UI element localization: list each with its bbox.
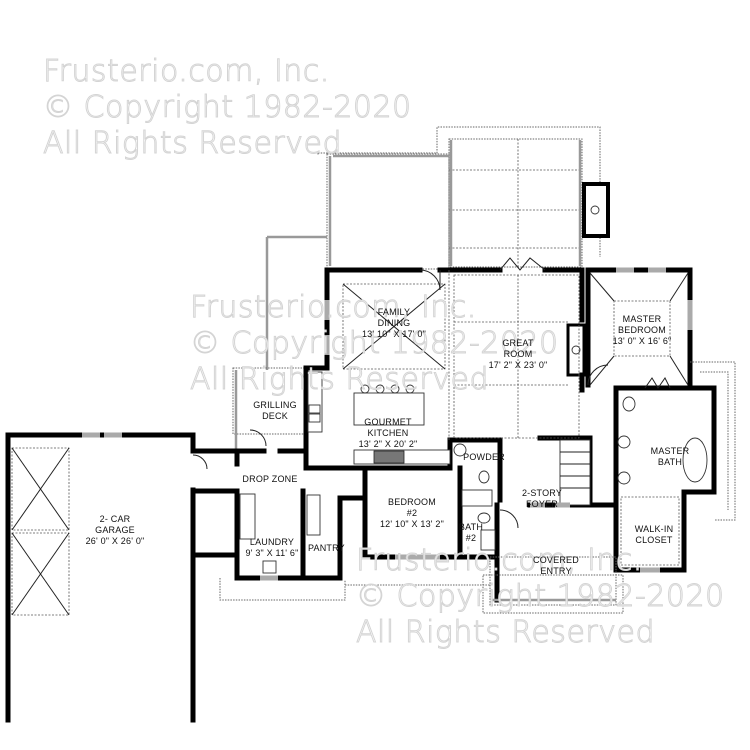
room-name: 2-STORY [521,488,563,498]
interior-details [11,270,708,616]
room-label-bath-2: BATH #2 [456,522,486,544]
room-name: GOURMET [364,417,412,427]
room-name: FAMILY [377,307,411,317]
room-size: 9' 3" X 11' 6" [245,548,299,558]
doors [192,257,671,529]
watermark-line: © Copyright 1982-2020 [190,326,559,362]
room-label-grilling-deck: GRILLING DECK [245,400,305,422]
watermark-line: Frusterio.com, Inc. [356,543,643,579]
room-name: MASTER [650,446,690,456]
room-label-pantry: PANTRY [308,543,345,554]
watermark-line: Frusterio.com, Inc. [43,54,330,90]
room-name: ENTRY [540,566,572,576]
room-name: KITCHEN [367,428,409,438]
room-name: GRILLING [253,400,297,410]
windows [82,267,693,581]
room-size: 26' 0" X 26' 0" [85,536,145,546]
room-name: #2 [406,508,418,518]
room-name: GARAGE [95,525,135,535]
room-label-master-bath: MASTER BATH [640,446,700,468]
room-label-garage: 2- CAR GARAGE 26' 0" X 26' 0" [75,514,155,547]
room-size: 13' 10" X 17' 0" [361,329,427,339]
room-name: BATH [657,457,683,467]
room-name: DINING [377,318,411,328]
side-porch-outline [690,361,736,521]
outdoor-fireplace [582,182,610,238]
room-name: GREAT [502,338,534,348]
room-name: BATH [458,522,484,532]
room-name: DROP ZONE [242,474,298,484]
room-name: PANTRY [308,543,345,553]
room-size: 12' 10" X 13' 2" [379,519,445,529]
watermark-bottom-right: Frusterio.com, Inc. © Copyright 1982-202… [356,543,725,651]
room-label-great-room: GREAT ROOM 17' 2" X 23' 0" [478,338,558,371]
room-name: ROOM [503,349,533,359]
room-label-laundry: LAUNDRY 9' 3" X 11' 6" [240,537,304,559]
room-label-drop-zone: DROP ZONE [240,474,300,485]
covered-entry-outline [219,556,624,614]
room-label-bedroom-2: BEDROOM #2 12' 10" X 13' 2" [372,497,452,530]
watermark-line: All Rights Reserved [190,362,489,398]
room-size: 17' 2" X 23' 0" [488,360,548,370]
watermark-line: All Rights Reserved [43,126,342,162]
room-label-gourmet-kitchen: GOURMET KITCHEN 13' 2" X 20' 2" [348,417,428,450]
watermark-line: © Copyright 1982-2020 [356,579,725,615]
watermark-center: Frusterio.com, Inc. © Copyright 1982-202… [190,290,559,398]
room-label-master-bedroom: MASTER BEDROOM 13' 0" X 16' 6" [600,314,684,347]
watermark-line: Frusterio.com, Inc. [190,290,477,326]
room-label-powder: POWDER [459,452,509,463]
watermark-line: All Rights Reserved [356,615,655,651]
room-label-walk-in-closet: WALK-IN CLOSET [624,524,684,546]
room-name: 2- CAR [99,514,131,524]
room-label-family-dining: FAMILY DINING 13' 10" X 17' 0" [354,307,434,340]
room-size: 13' 2" X 20' 2" [358,439,418,449]
room-size: 13' 0" X 16' 6" [612,336,672,346]
watermark-top-left: Frusterio.com, Inc. © Copyright 1982-202… [43,54,412,162]
room-name: BEDROOM [388,497,436,507]
room-name: DECK [262,411,288,421]
room-name: MASTER [622,314,662,324]
room-label-foyer: 2-STORY FOYER [512,488,572,510]
watermark-line: © Copyright 1982-2020 [43,90,412,126]
room-name: POWDER [463,452,505,462]
room-label-covered-entry: COVERED ENTRY [526,555,586,577]
room-name: #2 [465,533,477,543]
room-name: FOYER [525,499,558,509]
exterior-walls [5,267,717,723]
room-name: BEDROOM [618,325,666,335]
room-name: CLOSET [635,535,673,545]
room-name: WALK-IN [634,524,674,534]
room-name: LAUNDRY [249,537,295,547]
room-name: COVERED [533,555,579,565]
